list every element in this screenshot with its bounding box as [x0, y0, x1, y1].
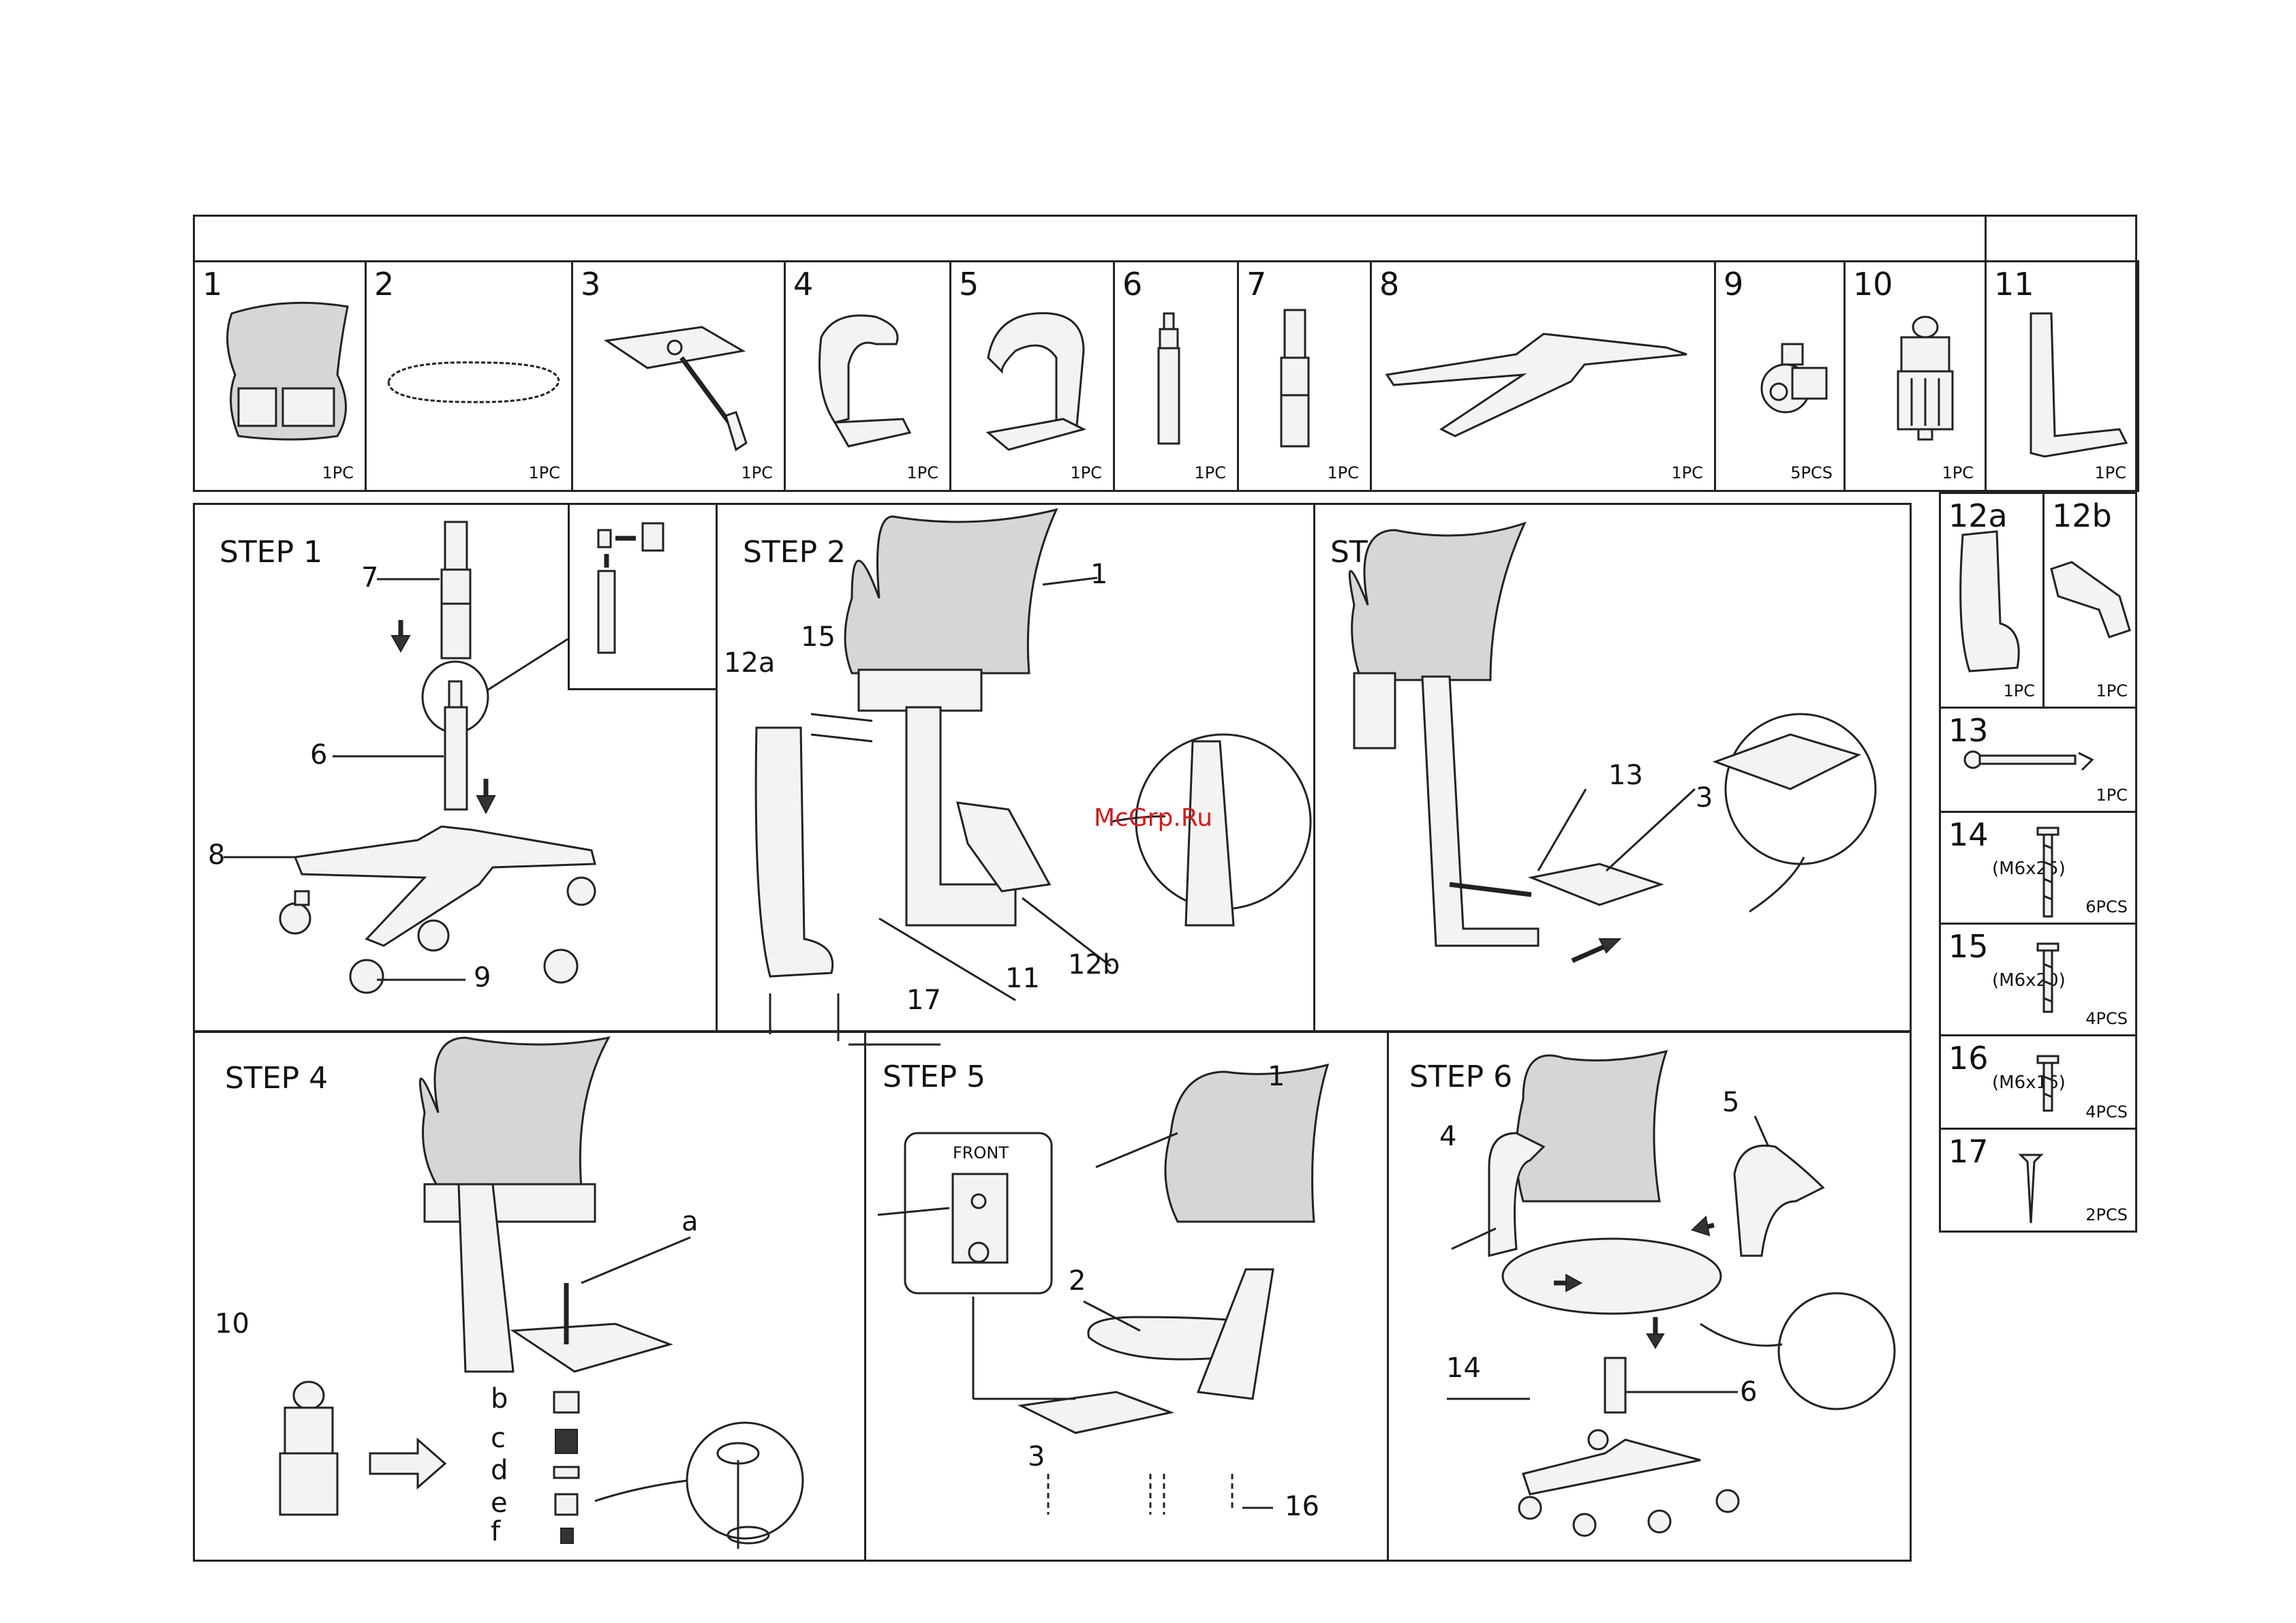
part-qty: 5PCS: [1790, 463, 1833, 482]
side-part-number: 15: [1948, 928, 1989, 965]
step6-label-14: 14: [1446, 1352, 1481, 1384]
side-part-qty: 2PCS: [2085, 1205, 2128, 1224]
part-qty: 1PC: [1328, 463, 1360, 482]
part-number: 4: [793, 266, 813, 303]
step2-label-1: 1: [1090, 559, 1107, 590]
gas-lift-short-icon: [1152, 310, 1186, 446]
five-star-base-icon: [1380, 327, 1694, 443]
step6-label-5: 5: [1722, 1087, 1739, 1118]
step4-label-f: f: [491, 1516, 500, 1547]
part-qty: 1PC: [1071, 463, 1103, 482]
step6-illustration: [1387, 1031, 1912, 1562]
side-part-number: 16: [1948, 1040, 1989, 1077]
watermark: McGrp.Ru: [1094, 804, 1212, 832]
step6-label-6: 6: [1740, 1376, 1757, 1408]
step2-label-15: 15: [801, 621, 836, 653]
step5-label-1: 1: [1268, 1061, 1285, 1092]
mesh-backrest-icon: [218, 300, 361, 443]
step2-label-12b: 12b: [1068, 949, 1120, 980]
wood-screw-icon: [2017, 1151, 2045, 1226]
part-number: 5: [959, 266, 979, 303]
step5-label-3: 3: [1028, 1441, 1045, 1472]
header-strip: [193, 215, 2137, 262]
step1-illustration: [193, 503, 718, 1032]
bolt-m6x20-icon: [2034, 940, 2062, 1015]
part-number: 10: [1853, 266, 1893, 303]
part-number: 9: [1724, 266, 1743, 303]
step1-label-9: 9: [474, 962, 491, 993]
left-armrest-icon: [808, 310, 917, 457]
step4-illustration: [193, 1031, 866, 1562]
side-part-number: 14: [1948, 816, 1989, 853]
step1-label-7: 7: [361, 562, 378, 593]
back-bracket-icon: [2017, 310, 2130, 467]
part-qty: 1PC: [741, 463, 774, 482]
seat-cushion-icon: [382, 354, 566, 409]
bracket-cover-icon: [1949, 528, 2024, 675]
step6-label-4: 4: [1439, 1121, 1456, 1152]
side-part-number: 12b: [2052, 497, 2112, 534]
step4-label-e: e: [491, 1487, 508, 1519]
step1-label-6: 6: [310, 739, 327, 771]
part-number: 6: [1122, 266, 1142, 303]
step4-label-d: d: [491, 1455, 508, 1486]
step2-label-12a: 12a: [724, 647, 775, 679]
side-part-qty: 1PC: [2004, 681, 2036, 700]
side-part-qty: 4PCS: [2085, 1102, 2128, 1122]
part-qty: 1PC: [1942, 463, 1974, 482]
part-number: 1: [202, 266, 222, 303]
part-qty: 1PC: [1195, 463, 1227, 482]
step2-label-17: 17: [906, 985, 941, 1016]
part-qty: 1PC: [907, 463, 939, 482]
step2-illustration: [716, 503, 1315, 1032]
caster-wheel-icon: [1751, 341, 1833, 416]
side-part-qty: 4PCS: [2085, 1009, 2128, 1028]
part-number: 3: [581, 266, 600, 303]
step4-label-c: c: [491, 1423, 506, 1454]
side-part-number: 17: [1948, 1133, 1989, 1170]
step4-label-10: 10: [215, 1308, 249, 1340]
bracket-plate-icon: [2045, 555, 2133, 644]
step3-label-13: 13: [1608, 760, 1643, 791]
bolt-m6x16-icon: [2034, 1053, 2062, 1114]
step5-illustration: [864, 1031, 1389, 1562]
bolt-m6x25-icon: [2034, 824, 2062, 920]
step3-label-3: 3: [1696, 782, 1713, 814]
side-part-qty: 6PCS: [2085, 897, 2128, 916]
step2-label-11: 11: [1005, 963, 1040, 994]
step5-label-2: 2: [1069, 1265, 1086, 1297]
step5-front-label: FRONT: [953, 1143, 1009, 1162]
step4-label-b: b: [491, 1383, 508, 1415]
part-qty: 1PC: [322, 463, 354, 482]
header-strip-right: [1985, 215, 2137, 262]
side-part-qty: 1PC: [2096, 786, 2128, 805]
right-armrest-icon: [975, 310, 1104, 457]
step1-label-8: 8: [208, 839, 225, 871]
side-part-qty: 1PC: [2096, 681, 2128, 700]
part-number: 8: [1379, 266, 1399, 303]
part-qty: 1PC: [1672, 463, 1704, 482]
step5-label-16: 16: [1285, 1491, 1319, 1522]
pin-icon: [1963, 743, 2106, 777]
part-number: 11: [1994, 266, 2034, 303]
seat-mechanism-icon: [600, 320, 763, 457]
step4-label-a: a: [682, 1206, 699, 1237]
gas-lift-cover-icon: [1274, 307, 1315, 450]
part-number: 7: [1246, 266, 1266, 303]
part-number: 2: [374, 266, 394, 303]
part-qty: 1PC: [529, 463, 561, 482]
height-adjust-knob-icon: [1891, 313, 1959, 443]
